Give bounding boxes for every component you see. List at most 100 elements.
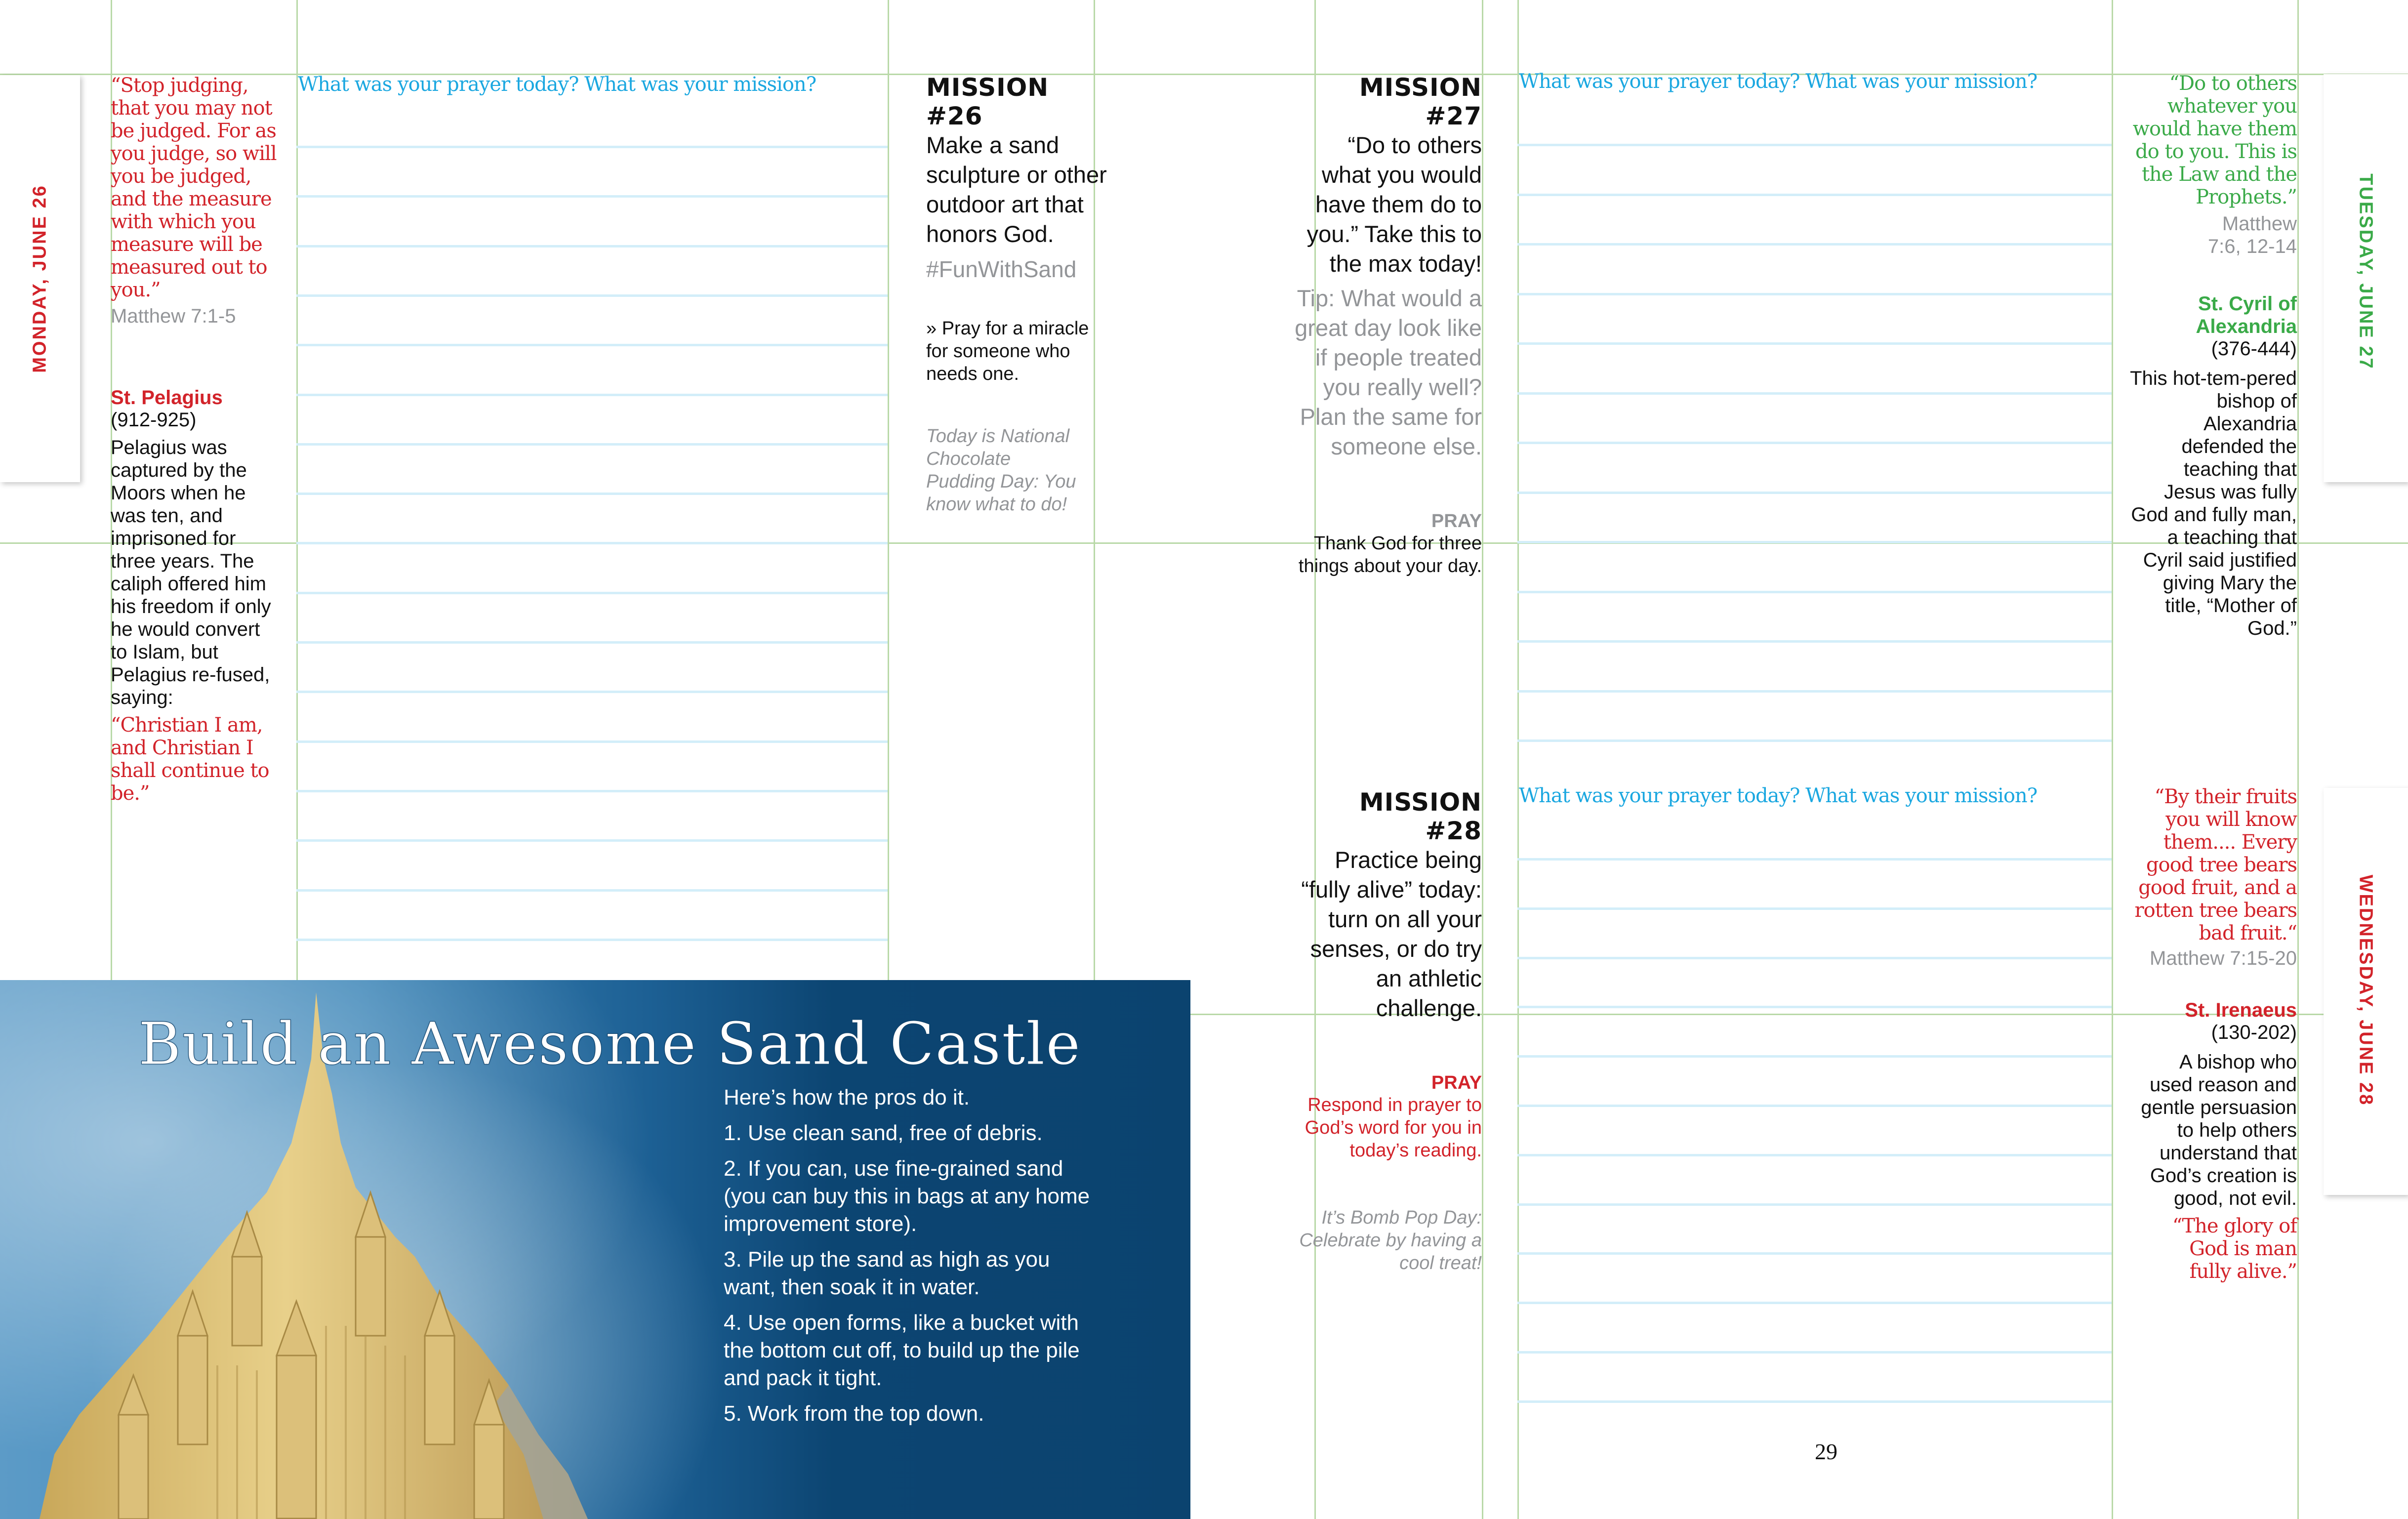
writing-line[interactable]	[1517, 1055, 2112, 1058]
writing-line[interactable]	[296, 691, 888, 694]
feature-step: 1. Use clean sand, free of debris.	[724, 1121, 1043, 1145]
feature-step: 3. Pile up the sand as high as you want,…	[724, 1247, 1050, 1299]
journal-prompt: What was your prayer today? What was you…	[298, 73, 816, 96]
saint-bio: This hot-tem-pered bishop of Alexandria …	[2130, 368, 2297, 639]
writing-line[interactable]	[1517, 1252, 2112, 1255]
feature-step: 4. Use open forms, like a bucket with th…	[724, 1311, 1080, 1390]
writing-line[interactable]	[1517, 144, 2112, 146]
monday-sidebar: “Stop judging, that you may not be judge…	[111, 74, 281, 805]
layout-guide	[0, 74, 2408, 75]
pray-label: PRAY	[1431, 511, 1482, 532]
sand-castle-feature-box: Build an Awesome Sand Castle Here’s how …	[0, 980, 1190, 1519]
saint-name: St. Pelagius	[111, 387, 223, 409]
pray-text: Thank God for three things about your da…	[1298, 533, 1482, 576]
writing-line[interactable]	[1517, 1153, 2112, 1156]
writing-line[interactable]	[1517, 193, 2112, 196]
feature-step: 5. Work from the top down.	[724, 1401, 984, 1426]
day-tab-tuesday: TUESDAY, JUNE 27	[2324, 74, 2408, 482]
sand-castle-image	[40, 992, 588, 1519]
mission-heading: MISSION #28	[1359, 788, 1482, 845]
mission-hashtag: #FunWithSand	[926, 256, 1077, 282]
writing-line[interactable]	[296, 245, 888, 247]
layout-guide	[111, 0, 112, 1519]
writing-line[interactable]	[1517, 541, 2112, 543]
writing-line[interactable]	[1517, 342, 2112, 345]
writing-line[interactable]	[296, 839, 888, 842]
writing-line[interactable]	[1517, 590, 2112, 593]
mission-text: Make a sand sculpture or other outdoor a…	[926, 132, 1107, 247]
writing-line[interactable]	[296, 789, 888, 792]
writing-line[interactable]	[296, 641, 888, 644]
scripture-quote: “By their fruits you will know them.... …	[2134, 785, 2297, 944]
saint-name: St. Irenaeus	[2185, 999, 2297, 1021]
writing-line[interactable]	[296, 740, 888, 743]
writing-line[interactable]	[296, 146, 888, 148]
mission-heading: MISSION #27	[1359, 73, 1482, 130]
saint-name: St. Cyril of Alexandria	[2196, 293, 2297, 337]
mission-tip: Tip: What would a great day look like if…	[1295, 285, 1482, 459]
writing-line[interactable]	[1517, 907, 2112, 910]
journal-prompt: What was your prayer today? What was you…	[1519, 784, 2038, 807]
pray-text: Respond in prayer to God’s word for you …	[1305, 1095, 1482, 1161]
writing-line[interactable]	[1517, 442, 2112, 444]
writing-line[interactable]	[296, 294, 888, 297]
feature-steps: Here’s how the pros do it. 1. Use clean …	[724, 1084, 1099, 1436]
saint-years: (130-202)	[2211, 1022, 2297, 1043]
tuesday-sidebar: “Do to others whatever you would have th…	[2119, 72, 2297, 640]
journal-prompt: What was your prayer today? What was you…	[1519, 70, 2038, 93]
day-tab-label: TUESDAY, JUNE 27	[2355, 173, 2376, 370]
writing-line[interactable]	[1517, 956, 2112, 959]
saint-quote: “Christian I am, and Christian I shall c…	[111, 714, 270, 805]
scripture-reference: Matthew 7:1-5	[111, 305, 236, 327]
day-tab-label: WEDNESDAY, JUNE 28	[2355, 874, 2376, 1107]
day-tab-label: MONDAY, JUNE 26	[29, 184, 50, 373]
writing-line[interactable]	[296, 542, 888, 545]
scripture-quote: “Stop judging, that you may not be judge…	[111, 74, 277, 301]
writing-line[interactable]	[296, 938, 888, 941]
writing-line[interactable]	[1517, 690, 2112, 693]
writing-line[interactable]	[1517, 640, 2112, 643]
writing-line[interactable]	[1517, 739, 2112, 742]
mission-pray: » Pray for a miracle for someone who nee…	[926, 318, 1089, 384]
writing-line[interactable]	[296, 443, 888, 446]
writing-line[interactable]	[296, 493, 888, 495]
writing-line[interactable]	[1517, 1400, 2112, 1403]
layout-guide	[2297, 0, 2299, 1519]
writing-line[interactable]	[1517, 1351, 2112, 1354]
mission-text: “Do to others what you would have them d…	[1306, 132, 1482, 277]
layout-guide	[1314, 0, 1316, 1519]
day-tab-wednesday: WEDNESDAY, JUNE 28	[2324, 788, 2408, 1195]
layout-guide	[296, 0, 298, 1519]
writing-line[interactable]	[1517, 858, 2112, 861]
writing-line[interactable]	[296, 195, 888, 198]
scripture-reference: Matthew 7:6, 12-14	[2207, 213, 2297, 257]
feature-title: Build an Awesome Sand Castle	[138, 1010, 1082, 1078]
writing-line[interactable]	[1517, 292, 2112, 295]
layout-guide	[1517, 0, 1519, 1519]
writing-line[interactable]	[1517, 1105, 2112, 1107]
saint-quote: “The glory of God is man fully alive.”	[2172, 1215, 2297, 1283]
writing-line[interactable]	[1517, 1203, 2112, 1206]
writing-line[interactable]	[296, 393, 888, 396]
fun-fact: Today is National Chocolate Pudding Day:…	[926, 426, 1076, 515]
layout-guide	[888, 0, 889, 1519]
scripture-reference: Matthew 7:15-20	[2150, 947, 2297, 969]
writing-line[interactable]	[1517, 1302, 2112, 1305]
layout-guide	[2112, 0, 2113, 1519]
writing-line[interactable]	[296, 344, 888, 347]
writing-line[interactable]	[296, 889, 888, 892]
writing-line[interactable]	[296, 591, 888, 594]
page-number: 29	[1815, 1439, 1837, 1464]
writing-line[interactable]	[1517, 491, 2112, 494]
mission-26: MISSION #26 Make a sand sculpture or oth…	[926, 73, 1114, 516]
pray-label: PRAY	[1431, 1072, 1482, 1093]
saint-bio: Pelagius was captured by the Moors when …	[111, 437, 271, 708]
mission-28: MISSION #28 Practice being “fully alive”…	[1294, 788, 1482, 1274]
mission-27: MISSION #27 “Do to others what you would…	[1294, 73, 1482, 577]
writing-line[interactable]	[1517, 1006, 2112, 1009]
scripture-quote: “Do to others whatever you would have th…	[2132, 72, 2297, 208]
writing-line[interactable]	[1517, 243, 2112, 246]
wednesday-sidebar: “By their fruits you will know them.... …	[2119, 785, 2297, 1283]
writing-line[interactable]	[1517, 392, 2112, 395]
feature-step: 2. If you can, use fine-grained sand (yo…	[724, 1156, 1090, 1236]
